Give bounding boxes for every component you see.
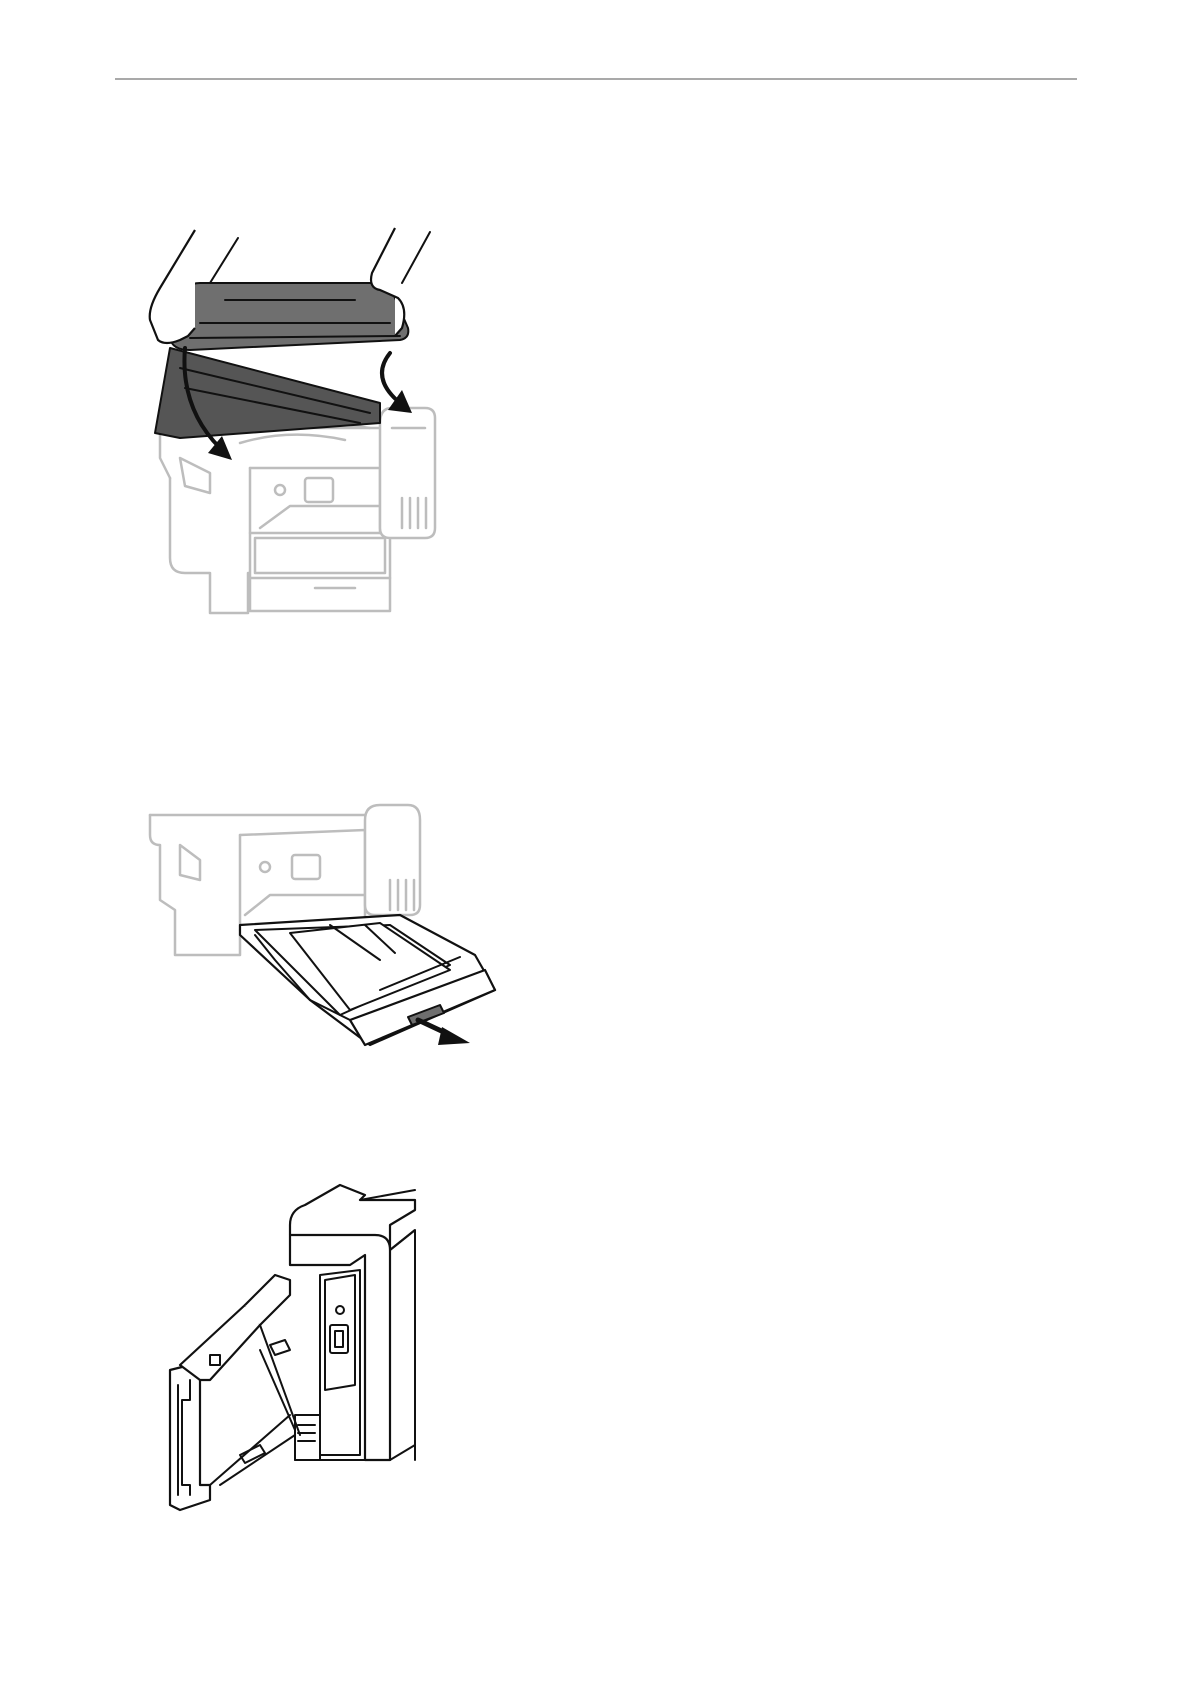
close-scanner-unit-illustration <box>140 228 480 618</box>
pull-out-paper-cassette-illustration <box>150 805 540 1085</box>
printer-cassette-side-icon <box>150 1185 460 1540</box>
printer-cassette-pull-icon <box>150 805 540 1085</box>
cassette-side-view-illustration <box>150 1185 460 1540</box>
printer-scanner-close-icon <box>140 228 480 618</box>
header-rule <box>115 78 1077 80</box>
